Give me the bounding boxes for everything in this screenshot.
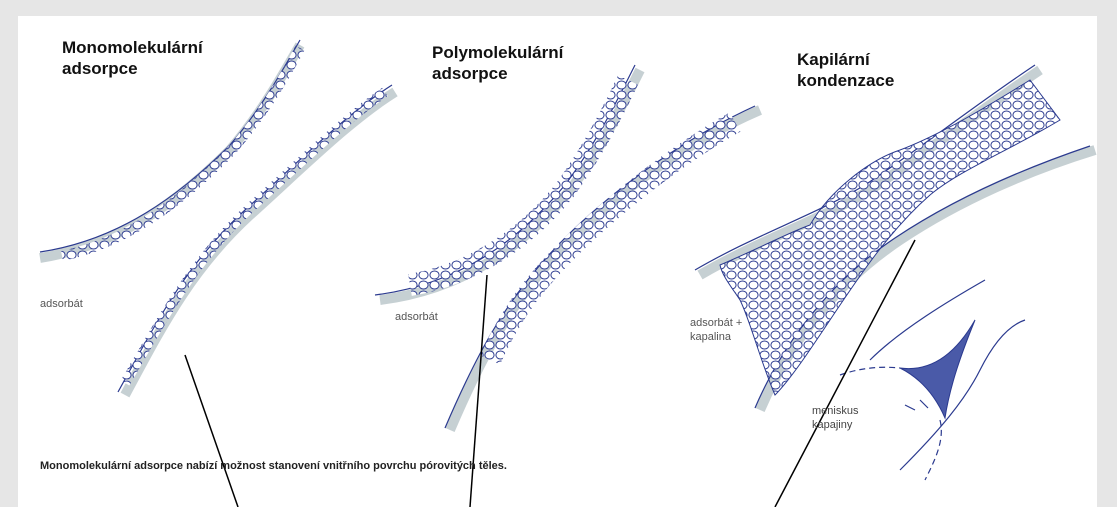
meniscus-detail	[840, 280, 1025, 480]
label-adsorbate-poly: adsorbát	[395, 310, 438, 324]
caption: Monomolekulární adsorpce nabízí možnost …	[40, 460, 507, 472]
title-poly: Polymolekulární adsorpce	[432, 42, 563, 84]
title-capillary: Kapilární kondenzace	[797, 49, 894, 91]
panel-mono-pore	[40, 40, 395, 395]
label-adsorbate-mono: adsorbát	[40, 297, 83, 311]
label-adsorbate-liquid: adsorbát + kapalina	[690, 316, 742, 344]
title-mono: Monomolekulární adsorpce	[62, 37, 203, 79]
panel-poly-pore	[375, 65, 760, 430]
label-meniscus: meniskus kapajiny	[812, 404, 858, 432]
